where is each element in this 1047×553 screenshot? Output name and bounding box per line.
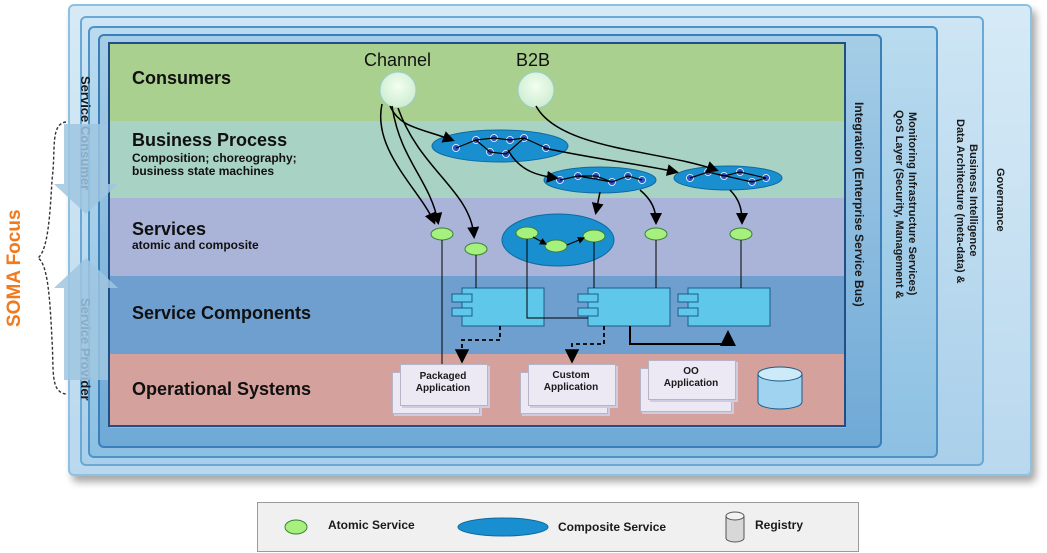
business-process-composite-1 (431, 129, 569, 163)
layers-frame (108, 42, 846, 427)
business-process-subtitle-2: business state machines (132, 164, 275, 178)
composite-service-legend-label: Composite Service (558, 520, 667, 534)
left-brace (36, 121, 67, 395)
atomic-service-2 (464, 242, 488, 256)
packaged-application-label-1: Packaged (419, 371, 467, 382)
business-process-composite-2 (543, 166, 657, 194)
service-component-1 (451, 287, 545, 327)
qos-label-2: Monitoring Infrastructure Services) (906, 112, 918, 296)
services-label: Services (132, 219, 207, 239)
legend: Atomic Service Composite Service Registr… (257, 502, 859, 552)
atomic-service-1 (430, 227, 454, 241)
data-architecture-label-2: Business Intelligence (967, 143, 979, 257)
oo-application-doc (648, 360, 736, 400)
business-process-composite-3 (673, 165, 783, 191)
provider-arrow-icon (54, 258, 118, 380)
registry-legend-icon (725, 511, 745, 543)
oo-application-label-2: Application (663, 378, 719, 389)
composite-service-legend-icon (457, 517, 549, 537)
atomic-service-4 (729, 227, 753, 241)
services-subtitle: atomic and composite (132, 238, 259, 252)
atomic-service-legend-label: Atomic Service (328, 518, 415, 532)
custom-application-doc (528, 364, 616, 406)
registry-legend-label: Registry (755, 518, 804, 532)
integration-label: Integration (Enterprise Service Bus) (852, 101, 866, 307)
atomic-service-3 (644, 227, 668, 241)
qos-label-1: QoS Layer (Security, Management & (893, 109, 905, 299)
composite-service (501, 213, 615, 267)
b2b-node (517, 71, 555, 109)
custom-application-label-1: Custom (552, 370, 590, 381)
registry-icon (757, 366, 803, 410)
consumers-label: Consumers (132, 68, 232, 88)
channel-label: Channel (364, 50, 432, 70)
packaged-application-doc (400, 364, 488, 406)
data-architecture-label-1: Data Architecture (meta-data) & (954, 118, 966, 284)
operational-systems-label: Operational Systems (132, 379, 312, 399)
service-component-2 (577, 287, 671, 327)
atomic-service-legend-icon (284, 519, 308, 535)
governance-label: Governance (994, 168, 1006, 232)
service-components-label: Service Components (132, 303, 312, 323)
business-process-label: Business Process (132, 130, 288, 150)
service-component-3 (677, 287, 771, 327)
packaged-application-label-2: Application (415, 383, 471, 394)
oo-application-label-1: OO (683, 366, 699, 377)
consumer-arrow-icon (54, 124, 118, 214)
consumers-band (110, 44, 846, 121)
channel-node (379, 71, 417, 109)
business-process-subtitle-1: Composition; choreography; (132, 151, 297, 165)
b2b-label: B2B (516, 50, 551, 70)
custom-application-label-2: Application (543, 382, 599, 393)
